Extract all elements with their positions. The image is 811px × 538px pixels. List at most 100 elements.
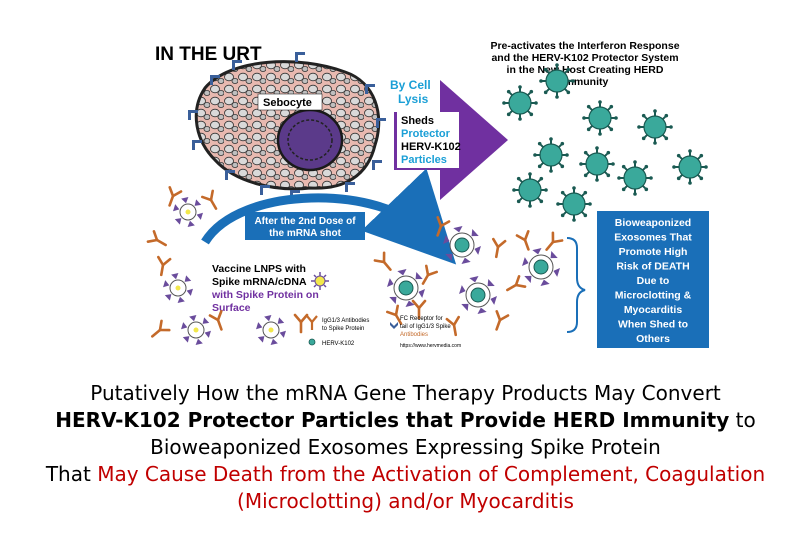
- sebocyte-cell: Sebocyte: [194, 60, 381, 191]
- bioweaponized-exosome: [459, 276, 497, 314]
- vaccine-line4: Surface: [212, 302, 251, 314]
- protector-particle: [512, 172, 548, 208]
- caption-line2-bold: HERV-K102 Protector Particles that Provi…: [55, 408, 730, 432]
- antibody-icon: [386, 304, 403, 325]
- herv-legend-icon: [308, 338, 316, 346]
- bioweaponized-box-line: Promote High: [619, 246, 688, 258]
- lysis-label-line2: Lysis: [398, 92, 429, 106]
- vaccine-lnp: [256, 315, 286, 345]
- pre-activates-line1: Pre-activates the Interferon Response: [490, 40, 679, 52]
- antibody-icon: [445, 315, 460, 337]
- caption-line1-text: Putatively How the mRNA Gene Therapy Pro…: [90, 381, 721, 405]
- vaccine-lnp: [163, 273, 193, 303]
- protector-particle: [617, 160, 653, 196]
- caption-line5-red: (Microclotting) and/or Myocarditis: [237, 489, 574, 513]
- bioweaponized-box-line: Risk of DEATH: [616, 261, 689, 273]
- antibody-icon: [492, 237, 507, 259]
- vaccine-line1: Vaccine LNPS with: [212, 263, 306, 275]
- legend-antibody-line1: IgG1/3 Antibodies: [322, 318, 369, 324]
- arrow-line-protector: Protector: [401, 128, 451, 140]
- legend: IgG1/3 Antibodies to Spike Protein HERV-…: [306, 315, 461, 349]
- pre-activates-line3: in the New Host Creating HERD: [507, 64, 664, 76]
- vaccine-lnp: [173, 197, 203, 227]
- bioweaponized-box-line: Exosomes That: [614, 232, 692, 244]
- fc-receptor-legend-icon: [390, 322, 398, 329]
- caption-line4: That May Cause Death from the Activation…: [0, 461, 811, 488]
- bioweaponized-exosome: [443, 226, 481, 264]
- protector-particles: [502, 63, 708, 222]
- spike-star-icon: [311, 272, 329, 290]
- antibody-icon: [201, 189, 218, 210]
- legend-antibody-line2: to Spike Protein: [322, 326, 364, 332]
- legend-fc-line2: tail of IgG1/3 Spike: [400, 324, 451, 330]
- caption-line3-text: Bioweaponized Exosomes Expressing Spike …: [150, 435, 661, 459]
- antibody-icon: [168, 186, 183, 207]
- sebocyte-label: Sebocyte: [263, 97, 312, 109]
- pre-activates-line4: Immunity: [562, 76, 609, 88]
- arrow-line-sheds: Sheds: [401, 115, 434, 127]
- dose-box: [245, 212, 365, 240]
- caption-line2-rest: to: [729, 408, 756, 432]
- bioweaponized-box-line: Microclotting &: [615, 290, 692, 302]
- protector-particle: [539, 63, 575, 99]
- caption-line5: (Microclotting) and/or Myocarditis: [0, 488, 811, 515]
- antibody-icon: [146, 230, 167, 247]
- legend-herv-label: HERV-K102: [322, 341, 355, 347]
- protector-particle: [579, 146, 615, 182]
- bioweaponized-box-line: Others: [636, 333, 670, 345]
- antibody-icon: [421, 264, 438, 285]
- antibody-icon: [373, 251, 392, 271]
- caption-line1: Putatively How the mRNA Gene Therapy Pro…: [0, 380, 811, 407]
- dose-box-line2: the mRNA shot: [269, 228, 342, 239]
- bioweaponized-box-line: When Shed to: [618, 319, 688, 331]
- right-bracket: [566, 237, 586, 333]
- caption-line4-black: That: [45, 462, 98, 486]
- antibody-icon: [157, 255, 172, 277]
- bioweaponized-box-line: Due to: [637, 275, 670, 287]
- legend-fc-line3: Antibodies: [400, 332, 428, 338]
- arrow-label-box: [397, 112, 459, 168]
- bioweaponized-box-line: Bioweaponized: [615, 217, 691, 229]
- protector-particle: [533, 137, 569, 173]
- vaccine-lnp: [181, 315, 211, 345]
- bioweaponized-box-line: Myocarditis: [624, 304, 683, 316]
- protector-particle: [582, 100, 618, 136]
- lysis-label-line1: By Cell: [390, 78, 431, 92]
- protector-particle: [556, 186, 592, 222]
- legend-website: https://www.hervmedia.com: [400, 343, 461, 349]
- antibody-icon: [506, 275, 527, 292]
- vaccine-line2: Spike mRNA/cDNA: [212, 276, 307, 288]
- bioweaponized-box: [597, 211, 709, 348]
- bioweaponized-exosome: [387, 269, 425, 307]
- caption-line4-red: May Cause Death from the Activation of C…: [97, 462, 766, 486]
- caption-line2: HERV-K102 Protector Particles that Provi…: [0, 407, 811, 434]
- protector-particle: [502, 85, 538, 121]
- legend-fc-line1: FC Receptor for: [400, 316, 443, 322]
- arrow-line-particles: Particles: [401, 154, 447, 166]
- heading-in-the-urt: IN THE URT: [155, 44, 262, 65]
- second-dose-curve-arrow: [201, 168, 457, 265]
- antibody-legend-icon: [306, 315, 318, 330]
- antibodies: [146, 186, 564, 338]
- arrow-line-hervk102: HERV-K102: [401, 141, 461, 153]
- caption-line3: Bioweaponized Exosomes Expressing Spike …: [0, 434, 811, 461]
- antibody-icon: [208, 310, 223, 331]
- antibody-icon: [495, 310, 510, 331]
- antibody-icon: [436, 216, 451, 237]
- dose-box-line1: After the 2nd Dose of: [254, 216, 356, 227]
- antibody-icon: [515, 230, 530, 251]
- pre-activates-line2: and the HERV-K102 Protector System: [491, 52, 678, 64]
- protector-particle: [672, 149, 708, 185]
- antibody-icon: [293, 313, 309, 334]
- antibody-icon: [411, 299, 427, 320]
- vaccine-lnp-particles: [163, 197, 286, 345]
- receptor-markers: [188, 52, 386, 200]
- bioweaponized-exosomes: [387, 226, 560, 314]
- antibody-icon: [151, 319, 171, 338]
- bioweaponized-exosome: [522, 248, 560, 286]
- antibody-icon: [545, 231, 564, 251]
- vaccine-line3: with Spike Protein on: [211, 289, 319, 301]
